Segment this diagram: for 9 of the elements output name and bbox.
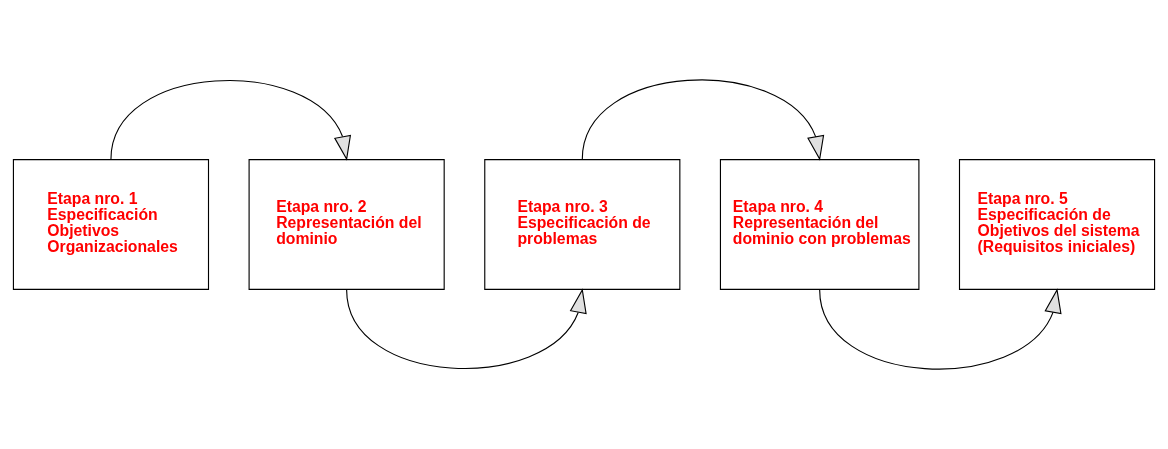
node-box: Etapa nro. 1 Especificación Objetivos Organizacionales xyxy=(12,159,210,290)
arrow xyxy=(819,288,1062,370)
node-box: Etapa nro. 2 Representación del dominio xyxy=(248,159,445,290)
node-box: Etapa nro. 4 Representación del dominio con problemas xyxy=(719,159,920,290)
arrow xyxy=(346,288,587,369)
node-box: Etapa nro. 5 Especificación de Objetivos del sistema (Requisitos iniciales) xyxy=(958,159,1156,290)
node-box: Etapa nro. 3 Especificación de problemas xyxy=(484,159,681,290)
arrow xyxy=(581,79,825,161)
arrow xyxy=(110,80,352,161)
